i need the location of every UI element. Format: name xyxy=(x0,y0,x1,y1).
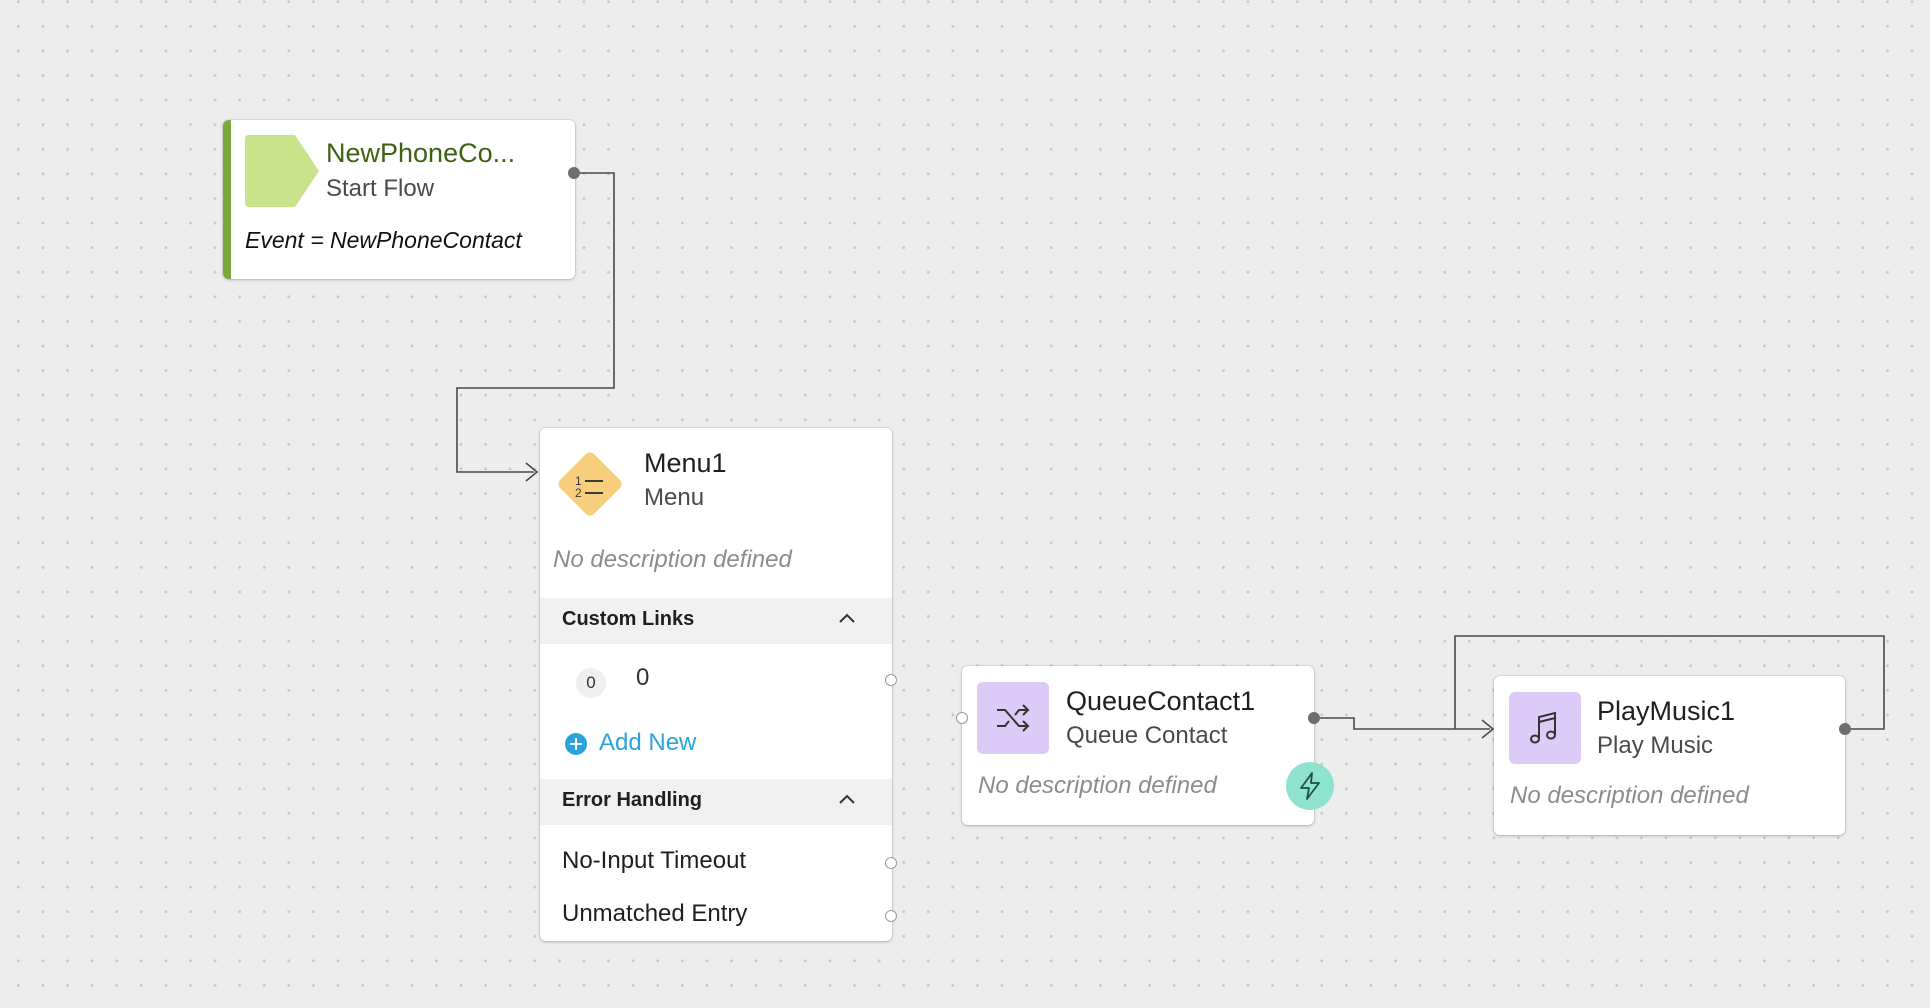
queue-node-input-port[interactable] xyxy=(956,712,968,724)
queue-contact-node[interactable]: QueueContact1 Queue Contact No descripti… xyxy=(956,666,1334,825)
custom-link-badge-text: 0 xyxy=(586,673,596,692)
custom-links-label: Custom Links xyxy=(562,608,695,630)
play-node-description: No description defined xyxy=(1510,782,1749,809)
error-row-label: No-Input Timeout xyxy=(562,847,747,874)
svg-text:2: 2 xyxy=(575,486,582,500)
error-row-port[interactable] xyxy=(885,857,897,869)
chevron-up-icon[interactable] xyxy=(838,610,856,628)
custom-link-port[interactable] xyxy=(885,674,897,686)
start-flow-node[interactable]: NewPhoneCo... Start Flow Event = NewPhon… xyxy=(223,120,580,279)
plus-circle-icon xyxy=(565,733,587,755)
error-row-unmatched-entry[interactable]: Unmatched Entry xyxy=(540,896,897,936)
start-node-event: Event = NewPhoneContact xyxy=(245,227,522,253)
menu-node-subtitle: Menu xyxy=(644,484,705,511)
queue-icon-box xyxy=(977,682,1049,754)
music-note-icon xyxy=(1530,711,1556,744)
shuffle-icon xyxy=(997,704,1030,732)
custom-links-header[interactable]: Custom Links xyxy=(540,598,892,644)
custom-link-row[interactable]: 0 0 xyxy=(540,656,897,708)
add-new-label: Add New xyxy=(599,729,697,756)
start-node-subtitle: Start Flow xyxy=(326,175,435,202)
play-music-node[interactable]: PlayMusic1 Play Music No description def… xyxy=(1494,676,1851,835)
queue-node-output-port[interactable] xyxy=(1308,712,1320,724)
play-icon-box xyxy=(1509,692,1581,764)
menu-node-title: Menu1 xyxy=(644,448,727,478)
queue-node-title: QueueContact1 xyxy=(1066,686,1256,716)
start-node-output-port[interactable] xyxy=(568,167,580,179)
custom-link-label: 0 xyxy=(636,664,650,691)
error-row-no-input-timeout[interactable]: No-Input Timeout xyxy=(540,843,897,883)
error-handling-label: Error Handling xyxy=(562,789,703,811)
svg-text:1: 1 xyxy=(575,474,582,488)
menu-node-description: No description defined xyxy=(553,546,792,573)
queue-node-subtitle: Queue Contact xyxy=(1066,722,1228,749)
queue-node-description: No description defined xyxy=(978,772,1217,799)
event-badge[interactable] xyxy=(1286,762,1334,810)
error-row-port[interactable] xyxy=(885,910,897,922)
start-node-title: NewPhoneCo... xyxy=(326,138,516,168)
play-node-title: PlayMusic1 xyxy=(1597,696,1736,726)
numbered-list-icon: 1 2 xyxy=(558,452,622,516)
custom-link-badge: 0 xyxy=(576,668,606,698)
wire-arrow-menu xyxy=(525,462,539,482)
menu-node[interactable]: 1 2 Menu1 Menu No description defined Cu… xyxy=(540,428,897,941)
play-node-output-port[interactable] xyxy=(1839,723,1851,735)
error-handling-header[interactable]: Error Handling xyxy=(540,779,892,825)
lightning-icon xyxy=(1300,772,1320,800)
error-row-label: Unmatched Entry xyxy=(562,900,748,927)
play-node-subtitle: Play Music xyxy=(1597,732,1714,759)
chevron-up-icon[interactable] xyxy=(838,791,856,809)
wire-queue-to-play xyxy=(1314,717,1490,730)
start-flow-icon xyxy=(245,135,319,207)
wire-arrow-play xyxy=(1481,719,1495,739)
